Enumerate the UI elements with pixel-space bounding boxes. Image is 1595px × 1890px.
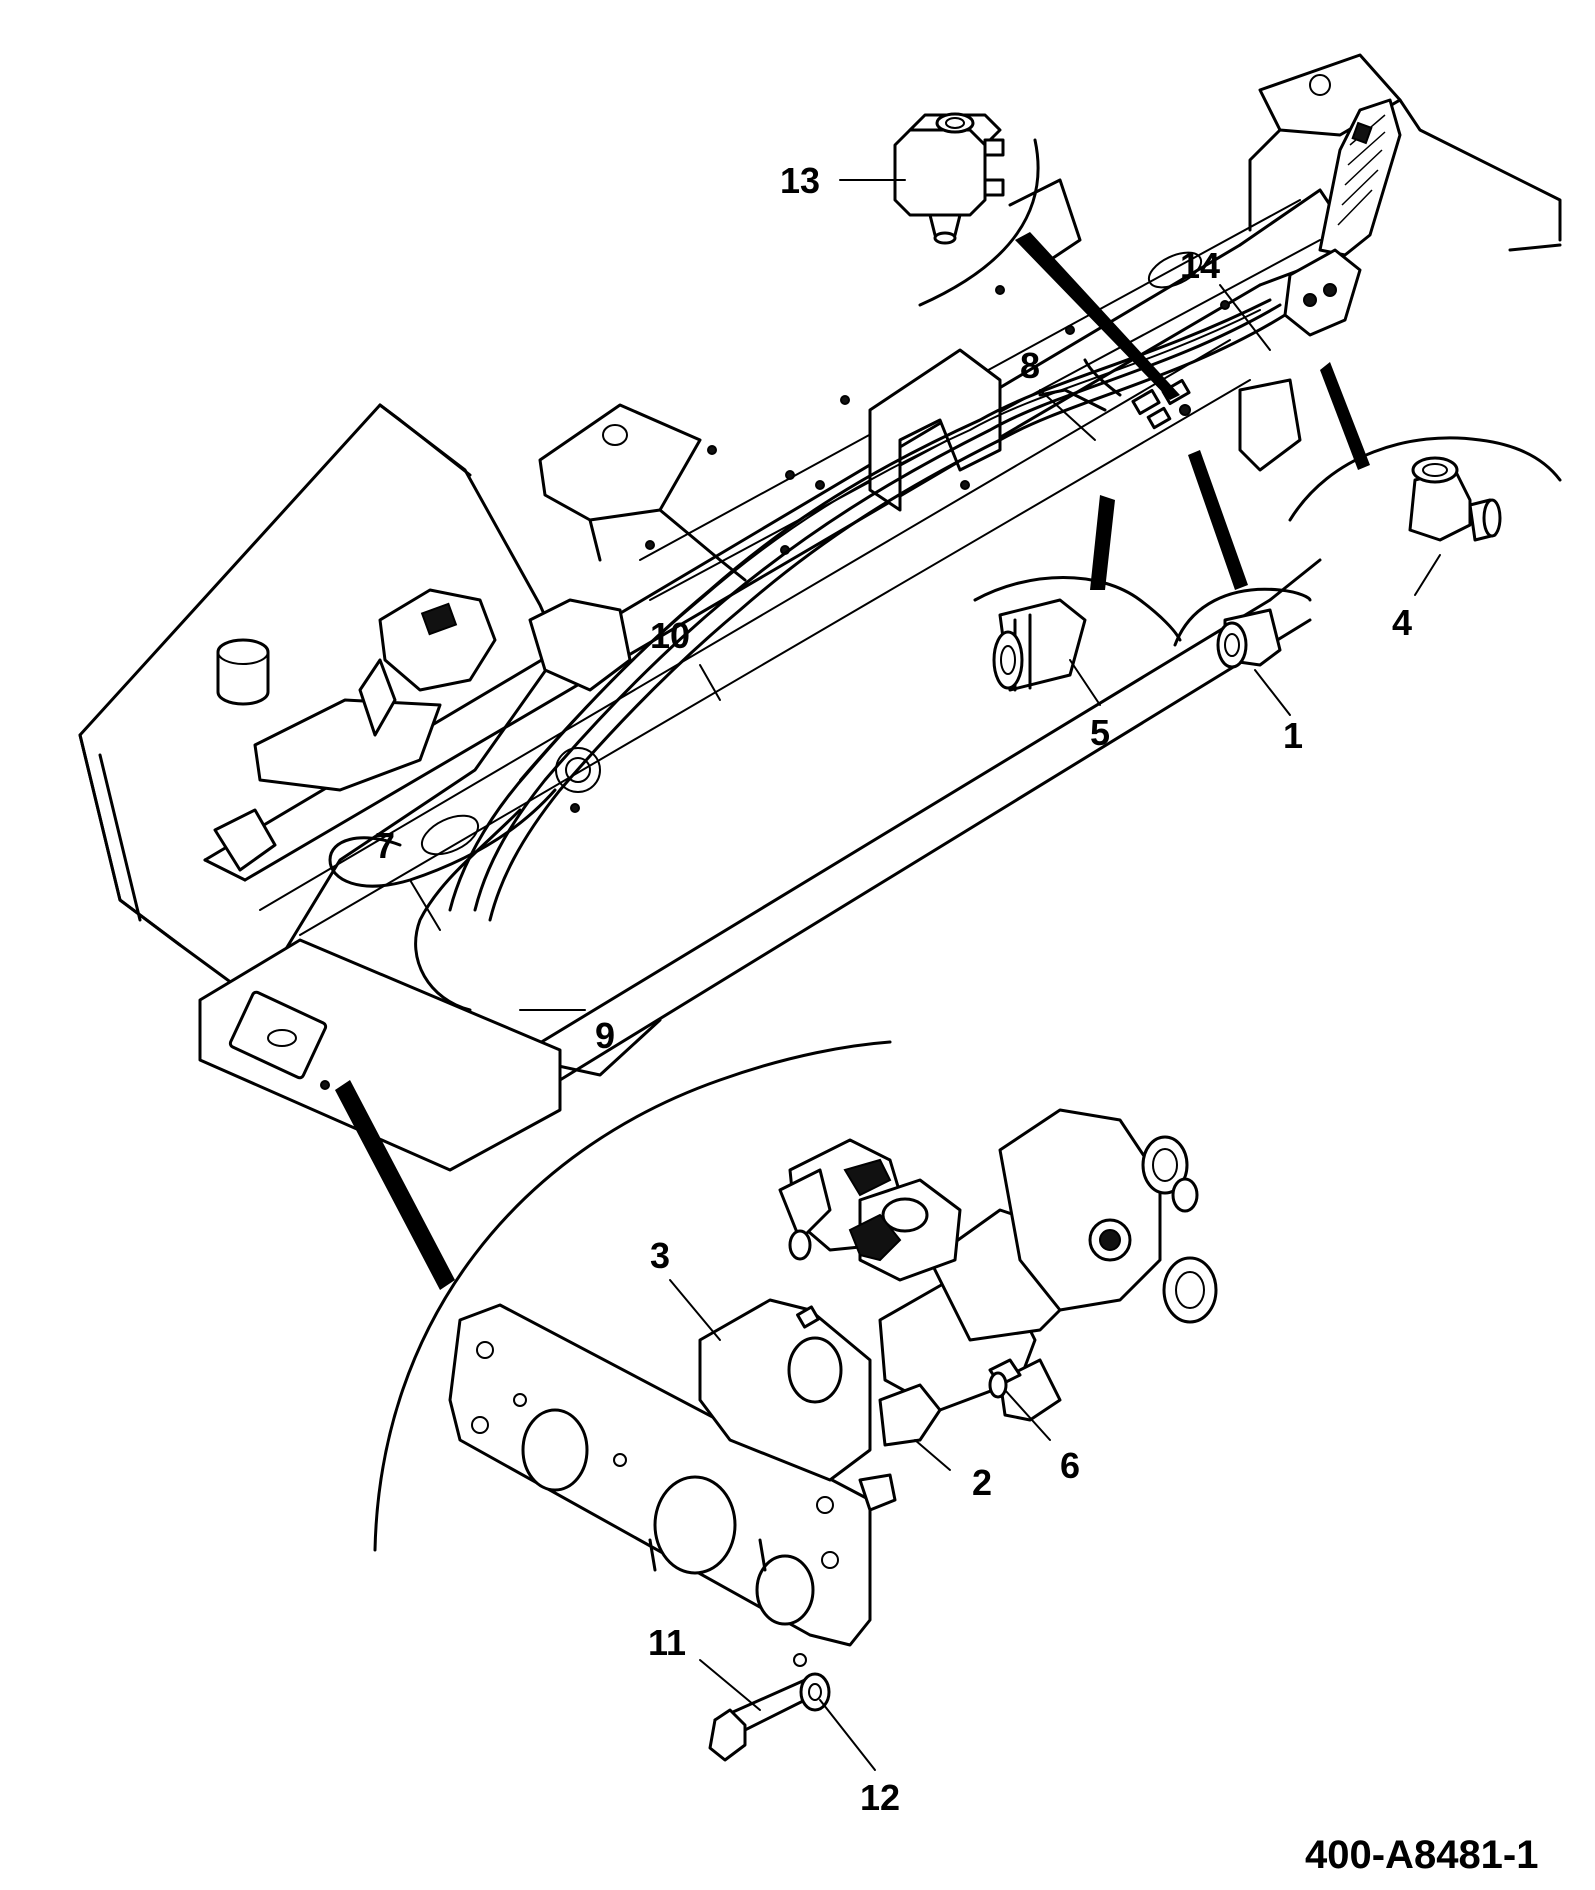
drawing-id: 400-A8481-1 [1305,1833,1539,1877]
callout-labels: 1 2 3 4 5 6 7 8 9 10 11 12 13 14 [375,160,1412,1818]
callout-14: 14 [1180,245,1220,286]
detail-view-5 [973,495,1182,692]
detail-view-13 [893,112,1180,400]
detail-view-brake-valve [335,1040,1218,1647]
callout-3: 3 [650,1235,670,1276]
detail-view-1 [1173,450,1312,669]
callout-2: 2 [972,1462,992,1503]
callout-13: 13 [780,160,820,201]
callout-1: 1 [1283,715,1303,756]
hose-routing [328,298,1287,1012]
callout-5: 5 [1090,712,1110,753]
chassis-frame [78,53,1562,1172]
callout-4: 4 [1392,602,1412,643]
bolt-and-washer [708,1653,831,1762]
leader-lines [409,179,1441,1771]
callout-11: 11 [648,1622,686,1663]
callout-8: 8 [1020,345,1040,386]
callout-9: 9 [595,1015,615,1056]
callout-6: 6 [1060,1445,1080,1486]
brake-pedal [1283,98,1402,337]
callout-7: 7 [375,825,395,866]
callout-10: 10 [650,615,690,656]
callout-12: 12 [860,1777,900,1818]
detail-view-4 [1288,362,1562,542]
